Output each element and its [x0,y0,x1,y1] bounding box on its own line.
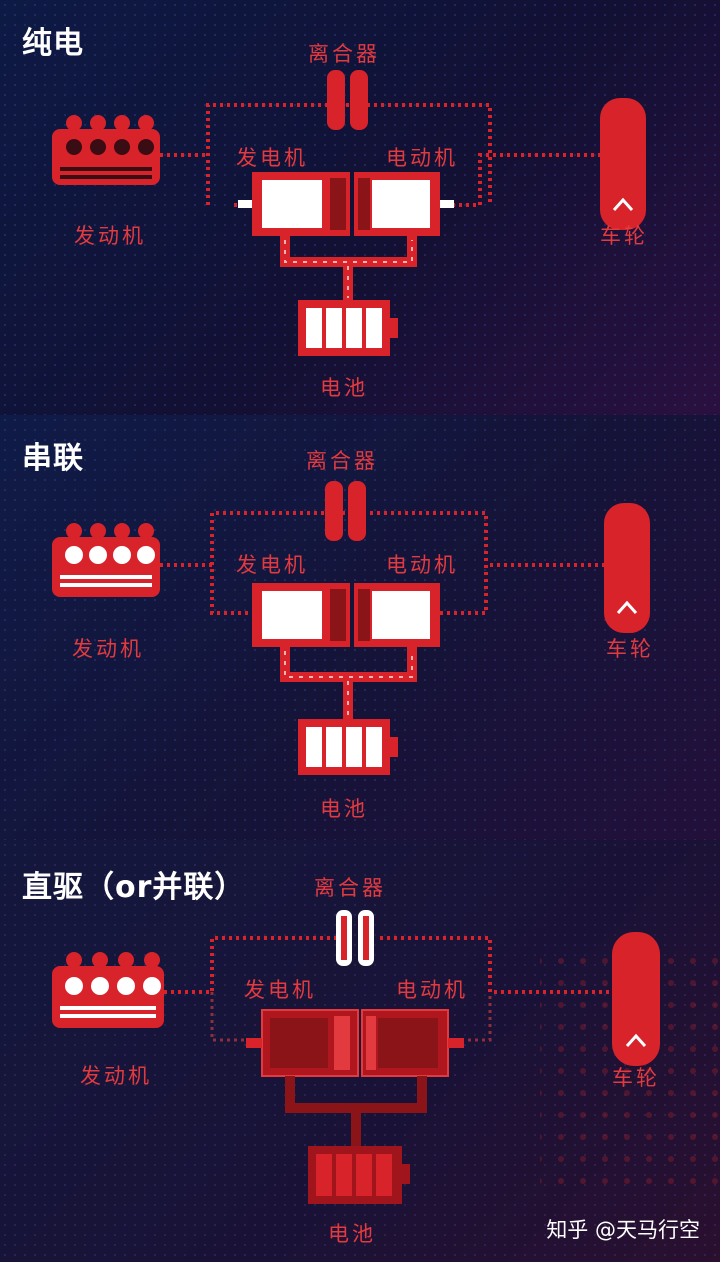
battery-label: 电池 [328,1222,376,1246]
engine-label: 发动机 [80,1064,152,1088]
engine-label: 发动机 [74,224,146,248]
diagram-direct-drive [0,840,720,1262]
engine-icon [52,115,160,185]
wheel-icon [612,932,660,1066]
generator-icon [252,583,350,647]
panel-title: 纯电 [22,26,84,61]
generator-icon [246,1009,359,1077]
battery-icon [298,300,398,356]
generator-label: 发电机 [236,553,308,577]
wheel-label: 车轮 [600,224,648,248]
power-links [164,936,612,994]
motor-icon [361,1009,464,1077]
watermark: 知乎 @天马行空 [546,1218,700,1242]
battery-label: 电池 [320,376,368,400]
clutch-label: 离合器 [308,42,380,66]
clutch-icon [336,910,374,966]
battery-icon [308,1146,410,1204]
panel-direct-drive: 直驱（or并联） 离合器 发电机 电动机 发动机 车轮 电池 知乎 @天马行空 [0,840,720,1262]
battery-icon [298,719,398,775]
panel-title: 串联 [22,441,84,476]
panel-series: 串联 离合器 发电机 电动机 发动机 车轮 电池 [0,415,720,840]
engine-icon [52,523,160,597]
diagram-pure-electric [0,0,720,415]
diagram-series [0,415,720,840]
clutch-label: 离合器 [314,876,386,900]
motor-label: 电动机 [386,553,458,577]
clutch-icon [327,70,368,130]
motor-label: 电动机 [396,978,468,1002]
wheel-icon [604,503,650,633]
clutch-icon [325,481,366,541]
wheel-label: 车轮 [606,637,654,661]
generator-icon [238,172,350,236]
motor-icon [354,583,440,647]
wheel-label: 车轮 [612,1066,660,1090]
electric-wires [285,1076,427,1146]
motor-label: 电动机 [386,146,458,170]
panel-pure-electric: 纯电 离合器 发电机 电动机 发动机 车轮 电池 [0,0,720,415]
panel-title: 直驱（or并联） [22,870,246,905]
engine-icon [52,952,164,1028]
generator-label: 发电机 [244,978,316,1002]
clutch-label: 离合器 [306,449,378,473]
wheel-icon [600,98,646,230]
engine-label: 发动机 [72,637,144,661]
generator-label: 发电机 [236,146,308,170]
battery-label: 电池 [320,797,368,821]
motor-icon [354,172,454,236]
